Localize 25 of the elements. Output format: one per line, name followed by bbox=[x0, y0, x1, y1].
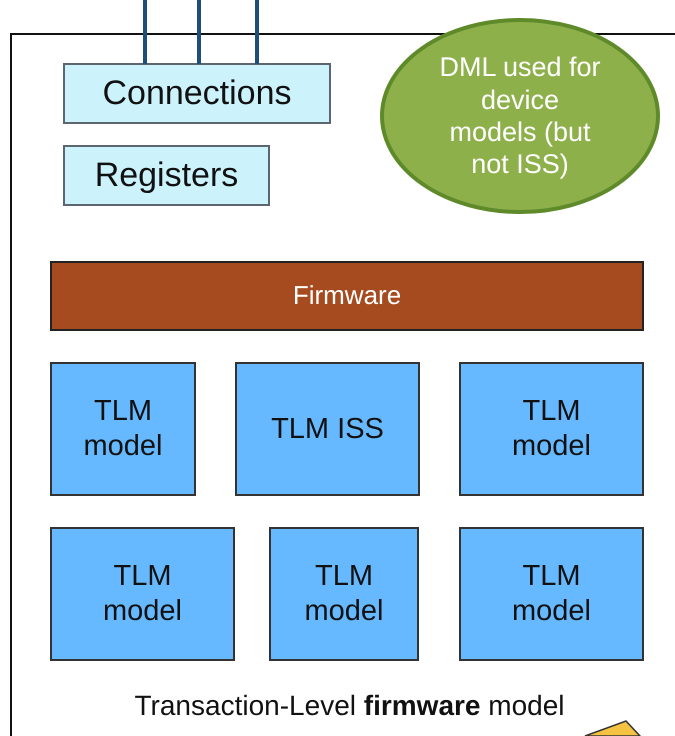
box-label: TLM model bbox=[304, 559, 384, 629]
box-label: TLM ISS bbox=[270, 412, 385, 446]
note-text: DML used for device models (but not ISS) bbox=[438, 51, 602, 181]
model-box bbox=[235, 362, 420, 496]
box-label: TLM model bbox=[82, 394, 164, 464]
model-box bbox=[269, 527, 419, 661]
interface-box bbox=[63, 63, 331, 124]
signal-line bbox=[197, 0, 201, 64]
interface-box bbox=[63, 145, 270, 206]
box-label: TLM model bbox=[102, 559, 183, 629]
model-box bbox=[459, 362, 644, 496]
signal-line bbox=[143, 0, 147, 64]
model-frame bbox=[10, 33, 675, 736]
box-label: TLM model bbox=[511, 559, 592, 629]
model-box bbox=[459, 527, 644, 661]
note-ellipse bbox=[379, 17, 661, 215]
box-label: TLM model bbox=[511, 394, 592, 464]
signal-line bbox=[255, 0, 259, 64]
box-label: Connections bbox=[102, 73, 292, 114]
frame-caption: Transaction-Level firmware model bbox=[133, 690, 566, 722]
model-box bbox=[50, 527, 235, 661]
box-label: Firmware bbox=[292, 280, 402, 312]
firmware-bar bbox=[50, 261, 644, 331]
model-box bbox=[50, 362, 196, 496]
box-label: Registers bbox=[94, 155, 238, 196]
